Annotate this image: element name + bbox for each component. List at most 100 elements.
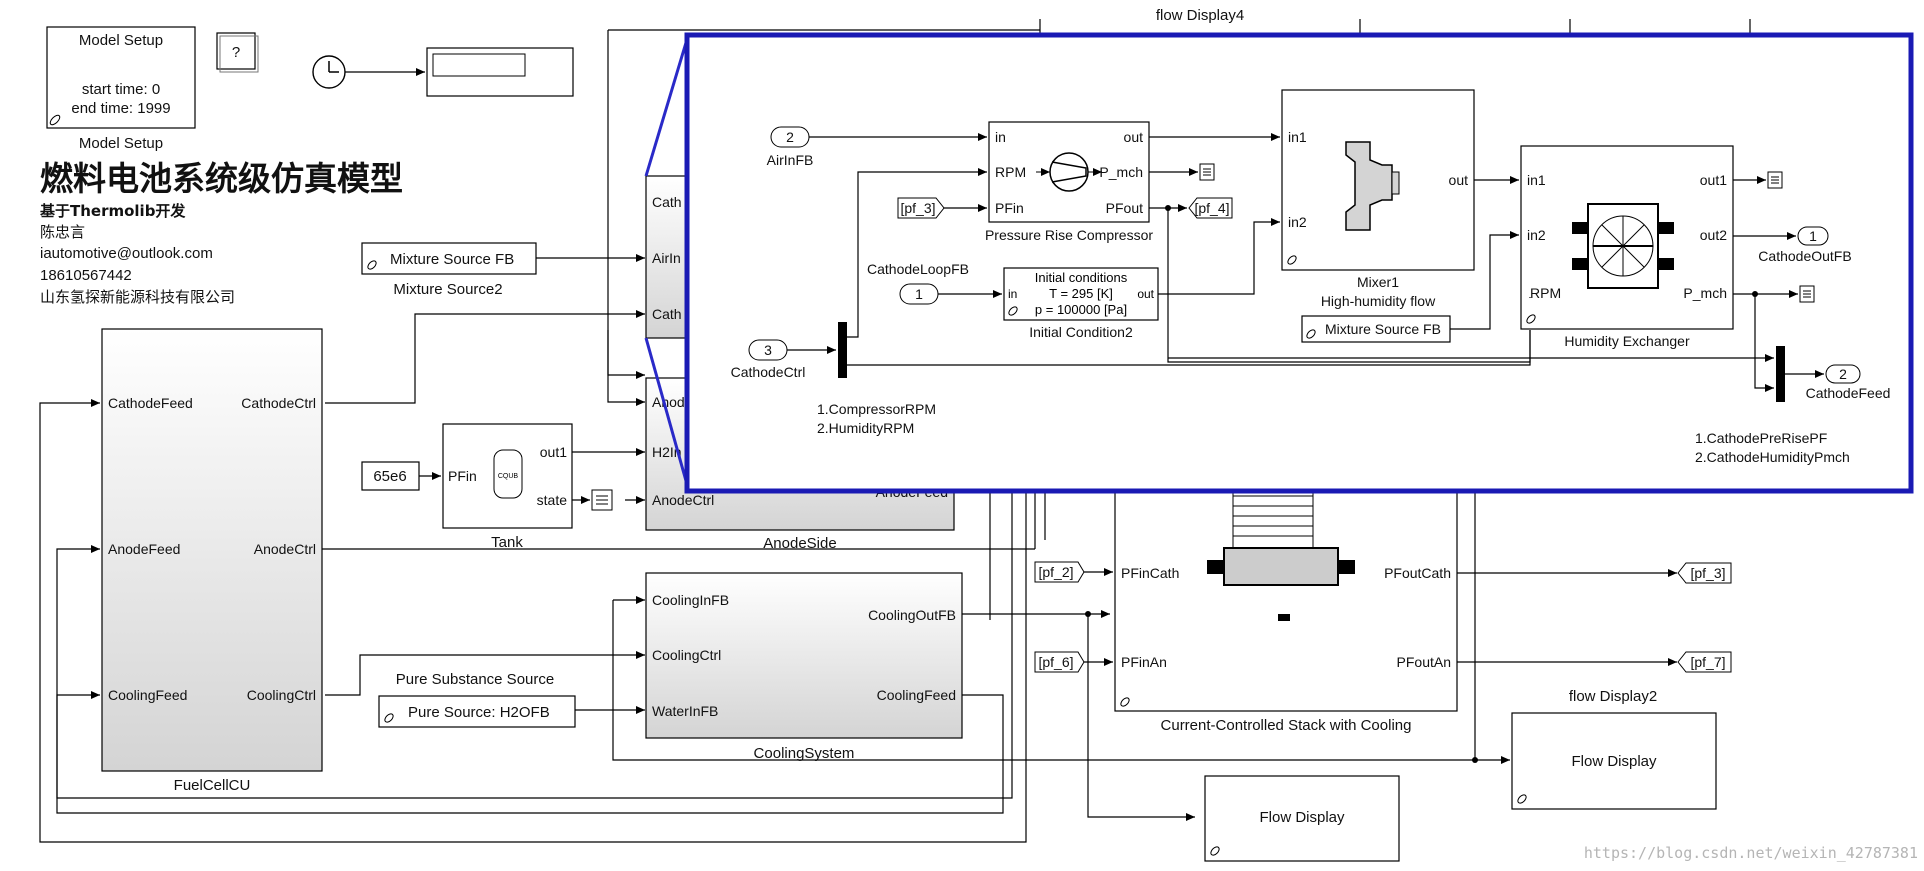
init-port-in: in — [1008, 287, 1017, 301]
tank-icon: CQUB — [493, 449, 523, 499]
tank-port-pfin: PFin — [448, 468, 477, 484]
tank-block[interactable]: PFin out1 state CQUB — [442, 423, 573, 529]
help-button[interactable]: ? — [216, 32, 259, 73]
page-title: 燃料电池系统级仿真模型 — [40, 159, 403, 198]
link-icon — [1517, 794, 1527, 804]
demux-bar[interactable] — [838, 322, 847, 378]
mixture-source-fb-block[interactable]: Mixture Source FB — [1301, 315, 1451, 343]
goto-tag-pf4[interactable]: [pf_4] — [1188, 197, 1233, 219]
flow-display-block[interactable]: Flow Display — [1204, 775, 1400, 862]
goto-tag-pf2[interactable]: [pf_2] — [1034, 561, 1085, 583]
link-icon — [1210, 846, 1220, 856]
compressor-port-pmch: P_mch — [1099, 164, 1143, 180]
model-setup-start: start time: 0 — [82, 81, 160, 98]
cooling-port-waterinfb: WaterInFB — [652, 703, 718, 719]
info-email: iautomotive@outlook.com — [40, 245, 213, 262]
humid-port-in2: in2 — [1527, 227, 1546, 243]
goto-tag-pf7[interactable]: [pf_7] — [1677, 651, 1732, 673]
flow-display2-label: flow Display2 — [1569, 688, 1657, 705]
flow-display2-text: Flow Display — [1571, 753, 1657, 770]
inport-airinfb-label: AirInFB — [767, 152, 814, 168]
terminator-icon — [1767, 171, 1783, 189]
svg-text:2: 2 — [1839, 366, 1847, 382]
cathode-loop-label: CathodeLoopFB — [867, 261, 969, 277]
link-icon — [1287, 255, 1297, 265]
link-icon — [384, 713, 394, 723]
fuelcell-port-cathodefeed: CathodeFeed — [108, 395, 193, 411]
link-icon — [1008, 306, 1018, 316]
help-glyph: ? — [232, 44, 240, 61]
mux-bar[interactable] — [1776, 346, 1785, 402]
pure-source-title: Pure Substance Source — [396, 671, 554, 688]
constant-block[interactable]: 65e6 — [361, 461, 420, 491]
inport-airinfb[interactable]: 2 — [770, 126, 810, 148]
svg-text:3: 3 — [764, 342, 772, 358]
info-company: 山东氢探新能源科技有限公司 — [40, 288, 235, 306]
svg-text:CQUB: CQUB — [498, 473, 519, 480]
zoom-connector-lines — [644, 35, 690, 489]
link-icon — [1120, 697, 1130, 707]
fuelcell-port-anodefeed: AnodeFeed — [108, 541, 180, 557]
svg-text:2: 2 — [786, 129, 794, 145]
fuelcell-port-anodectrl: AnodeCtrl — [254, 541, 316, 557]
flow-display4-label: flow Display4 — [1156, 7, 1244, 24]
cathode-port-1: Cath — [652, 194, 682, 210]
inport-cathodectrl[interactable]: 3 — [748, 339, 788, 361]
mixture-source-label: Mixture Source FB — [390, 251, 514, 268]
svg-text:[pf_7]: [pf_7] — [1690, 654, 1725, 670]
model-setup-end: end time: 1999 — [71, 100, 170, 117]
link-icon — [1526, 314, 1536, 324]
goto-tag-pf3[interactable]: [pf_3] — [1677, 562, 1732, 584]
compressor-port-in: in — [995, 129, 1006, 145]
mixer-caption-2: High-humidity flow — [1321, 293, 1436, 309]
goto-tag-pf6[interactable]: [pf_6] — [1034, 651, 1085, 673]
link-icon — [49, 114, 61, 126]
outport-cathodefeed[interactable]: 2 — [1825, 364, 1861, 384]
outport-cathodeoutfb[interactable]: 1 — [1797, 226, 1829, 246]
mixture-source-block[interactable]: Mixture Source FB — [361, 242, 537, 275]
terminator-icon — [591, 489, 613, 511]
display-block[interactable] — [426, 47, 574, 97]
flow-display2-block[interactable]: Flow Display — [1511, 712, 1717, 810]
clock-icon — [312, 55, 346, 89]
fuelcell-port-coolingfeed: CoolingFeed — [108, 687, 187, 703]
fuelcell-port-cathodectrl: CathodeCtrl — [241, 395, 316, 411]
init-temp: T = 295 [K] — [1049, 286, 1113, 301]
svg-text:[pf_3]: [pf_3] — [900, 200, 935, 216]
from-tag-pf3[interactable]: [pf_3] — [897, 197, 945, 219]
init-pressure: p = 100000 [Pa] — [1035, 302, 1127, 317]
fuelcell-port-coolingctrl: CoolingCtrl — [247, 687, 316, 703]
watermark: https://blog.csdn.net/weixin_42787381 — [1584, 844, 1918, 862]
humidity-exchanger-block[interactable]: in1 in2 RPM out1 out2 P_mch — [1520, 145, 1734, 330]
pure-source-block[interactable]: Pure Source: H2OFB — [378, 695, 576, 728]
cooling-port-coolingoutfb: CoolingOutFB — [868, 607, 956, 623]
mixture-source-caption: Mixture Source2 — [393, 281, 502, 298]
mixer-caption-1: Mixer1 — [1357, 274, 1399, 290]
link-icon — [1306, 329, 1316, 339]
flow-display-text: Flow Display — [1259, 809, 1345, 826]
stack-port-pfoutcath: PFoutCath — [1384, 565, 1451, 581]
compressor-port-out: out — [1124, 129, 1144, 145]
inport-cathodeloopfb[interactable]: 1 — [899, 283, 939, 305]
info-phone: 18610567442 — [40, 267, 132, 284]
mixture-source-fb-label: Mixture Source FB — [1325, 321, 1441, 337]
model-setup-block[interactable]: Model Setup start time: 0 end time: 1999 — [46, 26, 196, 129]
compressor-block[interactable]: in RPM PFin out P_mch PFout — [988, 121, 1150, 223]
fuelcell-caption: FuelCellCU — [174, 777, 251, 794]
cathodeoutfb-label: CathodeOutFB — [1758, 248, 1851, 264]
mux-note-2: 2.CathodeHumidityPmch — [1695, 449, 1850, 465]
init-port-out: out — [1137, 287, 1154, 301]
compressor-caption: Pressure Rise Compressor — [985, 227, 1153, 243]
humid-caption: Humidity Exchanger — [1564, 333, 1690, 349]
humid-port-out2: out2 — [1700, 227, 1727, 243]
constant-value: 65e6 — [373, 468, 406, 485]
mixer-block[interactable]: in1 in2 out — [1281, 89, 1475, 271]
humid-port-pmch: P_mch — [1683, 285, 1727, 301]
fuelcell-subsystem[interactable]: CathodeFeed AnodeFeed CoolingFeed Cathod… — [101, 328, 323, 772]
cathodectrl-label: CathodeCtrl — [731, 364, 806, 380]
anode-port-h2in: H2In — [652, 444, 682, 460]
humid-port-out1: out1 — [1700, 172, 1727, 188]
cooling-subsystem[interactable]: CoolingInFB CoolingCtrl WaterInFB Coolin… — [645, 572, 963, 739]
stack-subsystem[interactable]: PFinCath PFinAn PFoutCath PFoutAn — [1114, 477, 1458, 712]
initial-condition-block[interactable]: Initial conditions T = 295 [K] p = 10000… — [1003, 267, 1159, 321]
